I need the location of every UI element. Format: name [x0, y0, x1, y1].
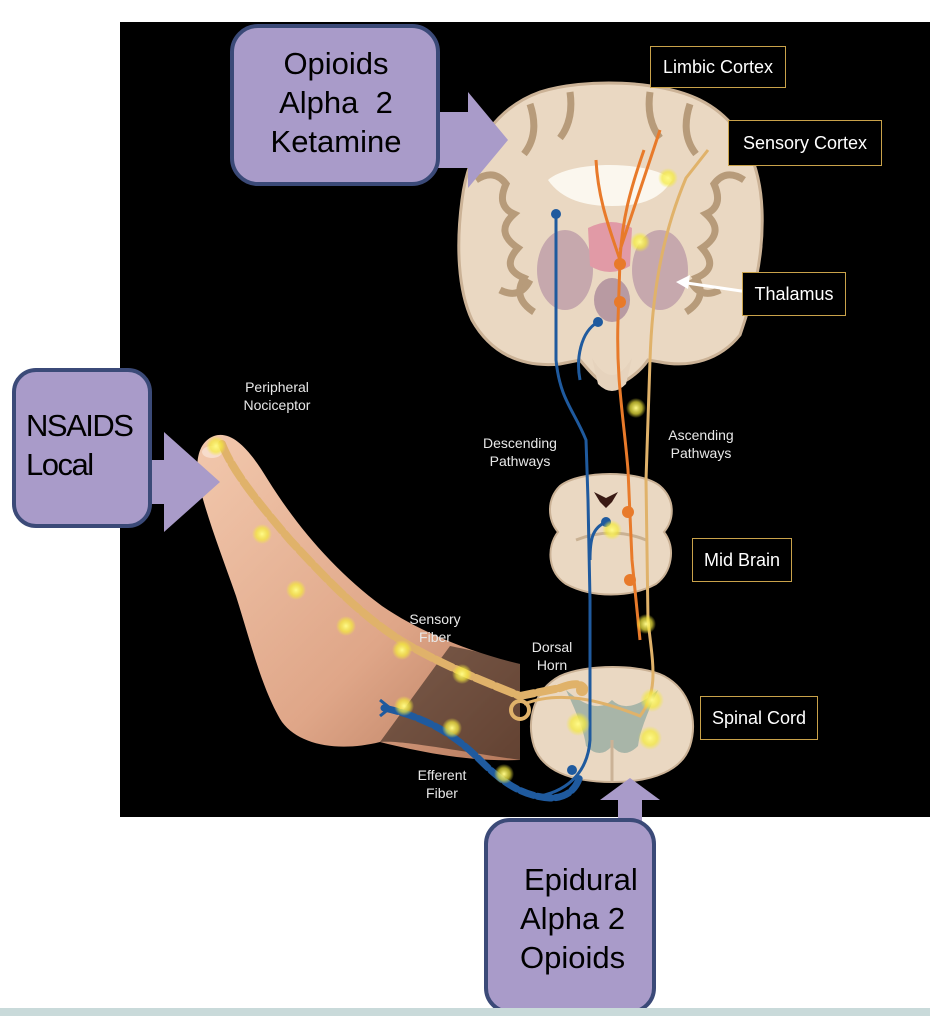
label-line: Fiber [419, 629, 451, 645]
label-line: Horn [536, 657, 568, 673]
epidural-callout-line: Opioids [520, 940, 626, 975]
label-line: Efferent [417, 767, 467, 783]
foot-callout-line: Local [26, 447, 94, 482]
efferent-fiber-label: Efferent Fiber [404, 766, 480, 802]
label-line: Pathways [489, 453, 551, 469]
receptor-glow-points [206, 168, 678, 784]
spinal-cord-section [530, 666, 694, 784]
label-line: Descending [483, 435, 557, 451]
ascending-pathway-light [523, 149, 710, 718]
brain-callout-line: Alpha 2 [279, 85, 393, 120]
label-line: Sensory [409, 611, 461, 627]
label-line: Peripheral [245, 379, 309, 395]
label-line: Pathways [670, 445, 732, 461]
ascending-pathways-label: Ascending Pathways [656, 426, 746, 462]
thalamus-pointer [679, 280, 749, 294]
epidural-callout-line: Alpha 2 [520, 901, 626, 936]
label-line: Nociceptor [243, 397, 311, 413]
sensory-fiber [218, 440, 588, 701]
sensory-cortex-label: Sensory Cortex [728, 120, 882, 166]
brain-callout-line: Opioids [283, 46, 389, 81]
limbic-cortex-label: Limbic Cortex [650, 46, 786, 88]
foot-callout-line: NSAIDS [26, 408, 134, 443]
footer-bar [0, 1008, 930, 1016]
dorsal-horn-label: Dorsal Horn [520, 638, 584, 674]
ascending-pathway-orange [594, 129, 662, 641]
sensory-fiber-label: Sensory Fiber [398, 610, 472, 646]
foot-callout-arrow [12, 368, 220, 532]
thalamus-label: Thalamus [742, 272, 846, 316]
mid-brain-label: Mid Brain [692, 538, 792, 582]
brain-callout-arrow [230, 24, 508, 188]
label-line: Dorsal [531, 639, 573, 655]
peripheral-nociceptor-label: Peripheral Nociceptor [222, 378, 332, 414]
epidural-callout-arrow [484, 778, 660, 1014]
spinal-cord-label: Spinal Cord [700, 696, 818, 740]
pathway-nodes [509, 209, 636, 775]
label-line: Fiber [426, 785, 458, 801]
brain-section [457, 81, 764, 391]
brain-callout-text: Opioids Alpha 2 Ketamine [238, 44, 434, 161]
brain-callout-line: Ketamine [270, 124, 402, 159]
epidural-callout-line: Epidural [524, 862, 638, 897]
foot-callout-text: NSAIDS Local [26, 406, 166, 484]
epidural-callout-text: Epidural Alpha 2 Opioids [506, 860, 656, 977]
descending-pathways-label: Descending Pathways [470, 434, 570, 470]
label-line: Ascending [668, 427, 734, 443]
